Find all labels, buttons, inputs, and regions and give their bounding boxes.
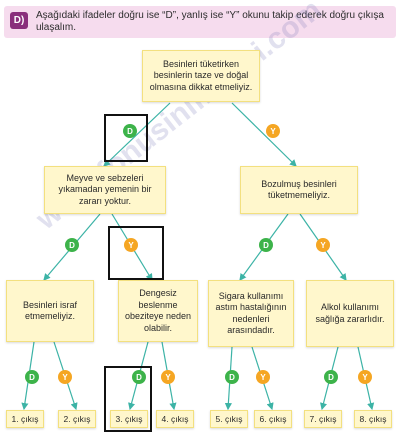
exit-7: 7. çıkış (304, 410, 342, 428)
false-marker: Y (58, 370, 72, 384)
exit-6: 6. çıkış (254, 410, 292, 428)
true-marker: D (132, 370, 146, 384)
arrow-top-y (231, 102, 297, 167)
answer-highlight-box (104, 114, 148, 162)
true-marker: D (123, 124, 137, 138)
node-ll: Besinleri israf etmemeliyiz. (6, 280, 94, 342)
false-marker: Y (256, 370, 270, 384)
section-badge: D) (10, 12, 28, 29)
false-marker: Y (316, 238, 330, 252)
true-marker: D (225, 370, 239, 384)
node-lr: Dengesiz beslenme obeziteye neden olabil… (118, 280, 198, 342)
instruction-text: Aşağıdaki ifadeler doğru ise “D”, yanlış… (36, 10, 384, 33)
exit-2: 2. çıkış (58, 410, 96, 428)
false-marker: Y (266, 124, 280, 138)
false-marker: Y (358, 370, 372, 384)
false-marker: Y (124, 238, 138, 252)
instruction-banner: D) Aşağıdaki ifadeler doğru ise “D”, yan… (4, 6, 396, 38)
true-marker: D (25, 370, 39, 384)
exit-1: 1. çıkış (6, 410, 44, 428)
false-marker: Y (161, 370, 175, 384)
node-top: Besinleri tüketirken besinlerin taze ve … (142, 50, 260, 102)
exit-5: 5. çıkış (210, 410, 248, 428)
node-right: Bozulmuş besinleri tüketmemeliyiz. (240, 166, 358, 214)
exit-4: 4. çıkış (156, 410, 194, 428)
exit-3: 3. çıkış (110, 410, 148, 428)
node-rr: Alkol kullanımı sağlığa zararlıdır. (306, 280, 394, 347)
true-marker: D (324, 370, 338, 384)
true-marker: D (259, 238, 273, 252)
node-left: Meyve ve sebzeleri yıkamadan yemenin bir… (44, 166, 166, 214)
true-marker: D (65, 238, 79, 252)
answer-highlight-box (104, 366, 152, 432)
arrow-top-d (103, 102, 171, 167)
answer-highlight-box (108, 226, 164, 280)
node-rl: Sigara kullanımı astım hastalığının nede… (208, 280, 294, 347)
exit-8: 8. çıkış (354, 410, 392, 428)
